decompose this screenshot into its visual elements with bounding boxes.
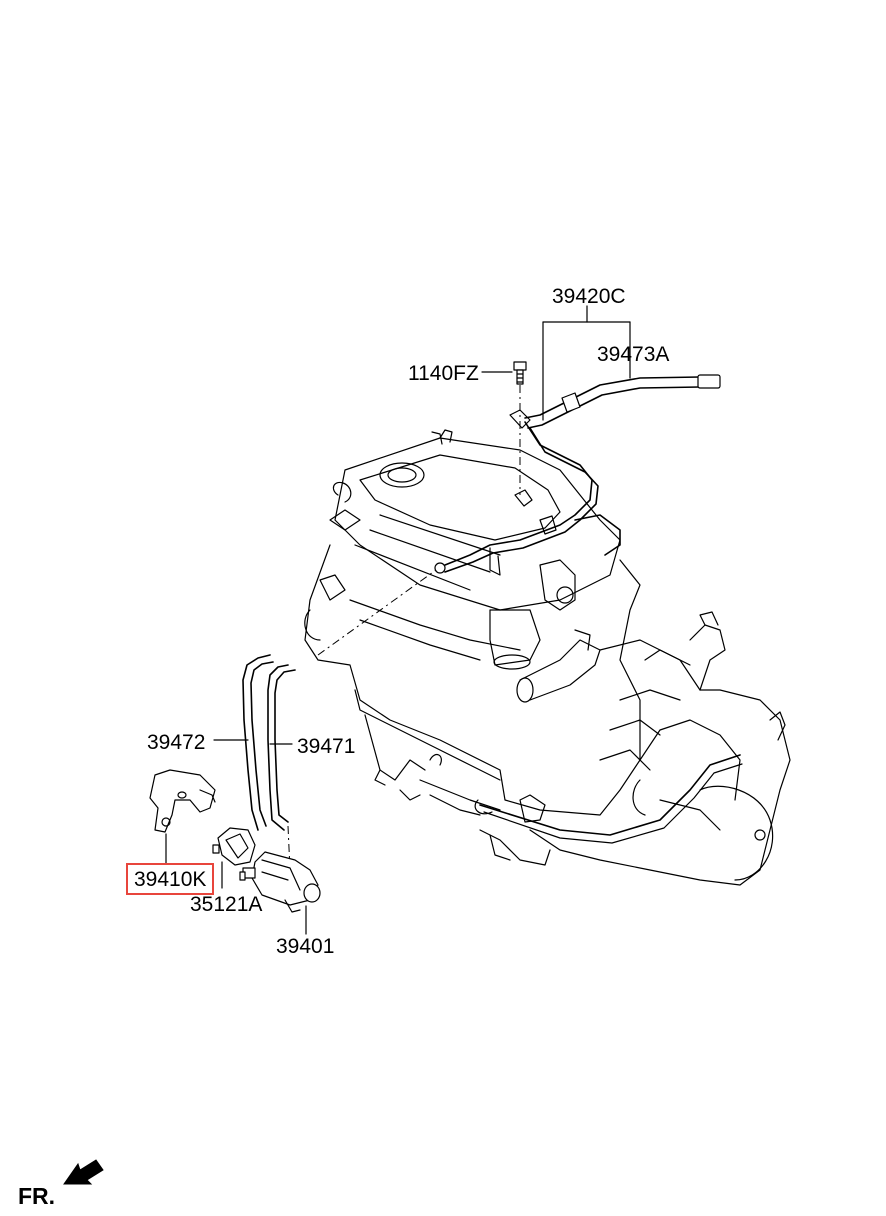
- label-39471[interactable]: 39471: [297, 735, 356, 758]
- bolt-1140fz: [513, 361, 527, 495]
- label-39472[interactable]: 39472: [147, 731, 206, 754]
- arrow-icon: [63, 1159, 104, 1185]
- bracket-39410k: [149, 769, 216, 833]
- hoses-39472-39471: [242, 569, 437, 871]
- hose-assembly: [434, 374, 721, 576]
- label-1140fz[interactable]: 1140FZ: [408, 362, 479, 385]
- front-direction-label: FR.: [18, 1183, 56, 1209]
- leader-lines: [165, 305, 631, 935]
- engine-assembly: [304, 429, 791, 886]
- label-35121a[interactable]: 35121A: [190, 893, 263, 916]
- label-39420c[interactable]: 39420C: [552, 285, 626, 308]
- label-39473a[interactable]: 39473A: [597, 343, 670, 366]
- valve-39401: [239, 851, 321, 913]
- label-39401[interactable]: 39401: [276, 935, 335, 958]
- label-39410k-highlighted[interactable]: 39410K: [126, 863, 215, 895]
- insulator-35121a: [212, 827, 256, 866]
